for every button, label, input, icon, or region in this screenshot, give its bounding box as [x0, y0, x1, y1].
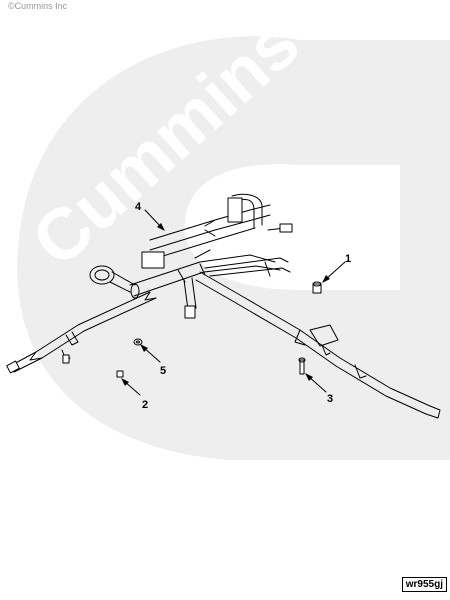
harness-right-branch [195, 271, 441, 419]
callout-2: 2 [142, 399, 148, 411]
harness-down-branch [183, 277, 197, 319]
part-5-washer [133, 338, 143, 346]
harness-left-connector [89, 265, 136, 293]
callout-5: 5 [160, 365, 166, 377]
part-2-nut [116, 370, 124, 378]
harness-upper-assembly [141, 193, 293, 269]
part-3-screw [298, 357, 306, 375]
leader-lines [121, 209, 346, 396]
figure-id-label: wr955gj [401, 577, 447, 592]
watermark-bar [400, 40, 450, 460]
part-1-bolt [312, 281, 322, 294]
callout-1: 1 [345, 253, 351, 265]
leader-1 [324, 261, 346, 281]
callout-4: 4 [135, 201, 142, 213]
watermark-c-shape [17, 36, 450, 460]
harness-upper-tube [194, 249, 291, 277]
harness-left-branch [6, 291, 157, 374]
callout-3: 3 [327, 393, 333, 405]
copyright-notice: ©Cummins Inc [8, 1, 68, 11]
